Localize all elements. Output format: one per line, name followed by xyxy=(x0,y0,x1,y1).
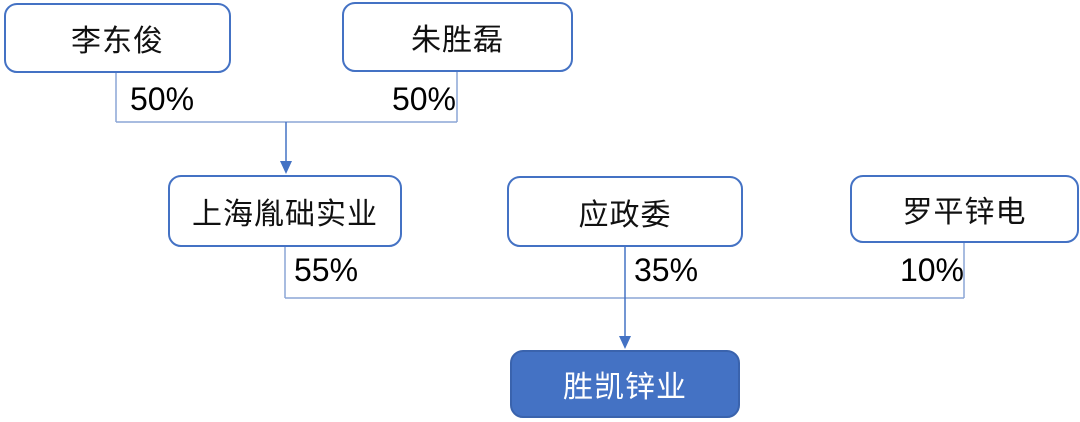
arrow-down-icon xyxy=(619,336,631,349)
percent-label-luoping-to-shengkai: 10% xyxy=(899,252,964,288)
node-label: 李东俊 xyxy=(71,25,164,58)
node-shengkai-xinye: 胜凯锌业 xyxy=(510,350,740,418)
node-label: 朱胜磊 xyxy=(411,24,504,57)
node-label: 罗平锌电 xyxy=(902,196,1027,229)
node-label: 应政委 xyxy=(578,198,672,232)
percent-label-ying-to-shengkai: 35% xyxy=(634,252,699,288)
node-ying-zhengwei: 应政委 xyxy=(507,176,743,247)
node-label: 上海胤础实业 xyxy=(192,198,378,231)
node-li-dongjun: 李东俊 xyxy=(4,3,231,73)
percent-label-zhu-to-yinchu: 50% xyxy=(391,81,456,117)
percent-label-li-to-yinchu: 50% xyxy=(130,81,195,117)
arrow-down-icon xyxy=(280,161,292,174)
node-luoping-xindian: 罗平锌电 xyxy=(850,175,1079,243)
node-label: 胜凯锌业 xyxy=(563,371,687,404)
node-shanghai-yinchu: 上海胤础实业 xyxy=(168,175,402,247)
percent-label-yinchu-to-shengkai: 55% xyxy=(294,252,359,288)
node-zhu-shenglei: 朱胜磊 xyxy=(342,2,573,72)
